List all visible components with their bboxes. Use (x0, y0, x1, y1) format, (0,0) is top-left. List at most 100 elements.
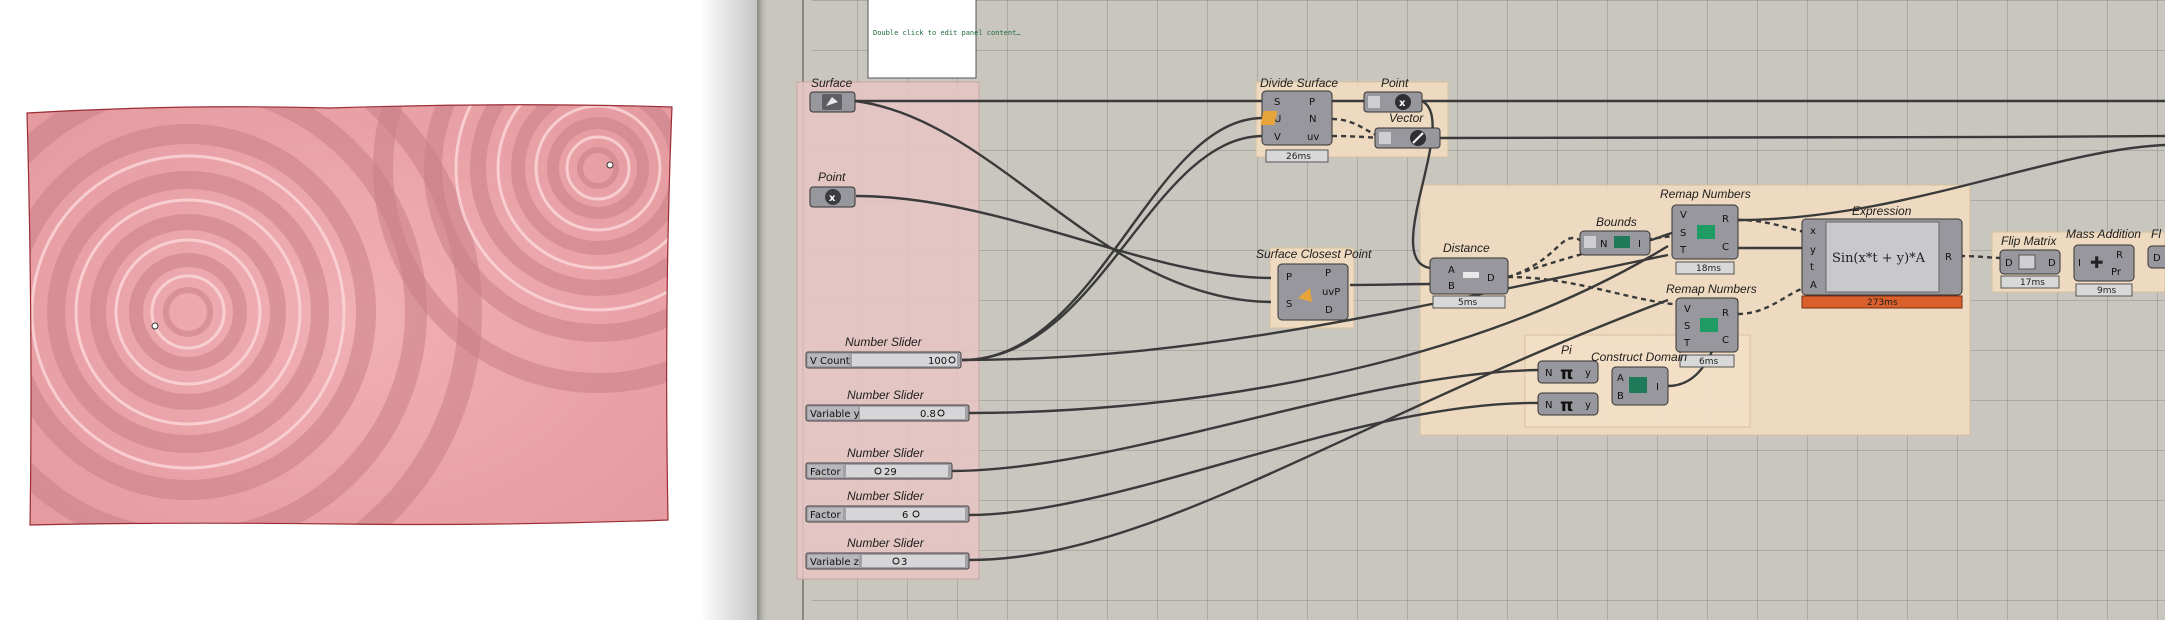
svg-text:R: R (1722, 214, 1729, 225)
divide-surface-component[interactable]: S U V P N uv 26ms (1260, 90, 1333, 163)
svg-text:18ms: 18ms (1696, 264, 1721, 274)
point-param[interactable]: x (809, 186, 856, 208)
expression-formula: Sin(x*t + y)*A (1832, 251, 1926, 266)
svg-text:x: x (1399, 98, 1406, 109)
domain-icon (1629, 377, 1647, 393)
svg-text:C: C (1722, 335, 1729, 346)
distance-label: Distance (1443, 241, 1490, 255)
panel-text: Double click to edit panel content… (873, 29, 1021, 37)
expression-label: Expression (1852, 204, 1912, 218)
svg-text:5ms: 5ms (1458, 298, 1477, 308)
slider-4-value: 6 (902, 510, 908, 521)
svg-text:t: t (1810, 262, 1814, 273)
slider-3-knob[interactable] (874, 467, 882, 475)
slider-1[interactable]: Number Slider V Count 100 (805, 335, 962, 369)
slider-2[interactable]: Number Slider Variable y 0.8 (805, 388, 970, 422)
pi-label: Pi (1561, 343, 1572, 357)
attractor-point-2[interactable] (606, 161, 614, 169)
vector-param[interactable] (1374, 127, 1441, 149)
group-inputs[interactable] (796, 81, 980, 580)
surface-icon (826, 97, 838, 106)
svg-text:Pr: Pr (2111, 267, 2122, 278)
svg-text:uvP: uvP (1322, 287, 1340, 298)
pi-component-1[interactable]: N π y (1537, 360, 1599, 384)
construct-domain-label: Construct Domain (1591, 350, 1687, 364)
expression-timer-bar (1801, 295, 1963, 309)
slider-4-knob[interactable] (912, 510, 920, 518)
wave-surface[interactable] (0, 0, 757, 594)
pi-component-2[interactable]: N π y (1537, 392, 1599, 416)
remap-icon (1700, 318, 1718, 332)
svg-text:Number Slider: Number Slider (845, 335, 923, 349)
list-icon (1379, 132, 1391, 144)
point-out-label: Point (1381, 76, 1409, 90)
slider-5-name: Variable z (810, 557, 859, 568)
construct-domain-component[interactable]: A B I (1611, 366, 1669, 406)
matrix-icon (2018, 254, 2036, 270)
svg-text:D: D (2153, 253, 2161, 264)
svg-text:D: D (2048, 258, 2056, 269)
svg-text:273ms: 273ms (1867, 298, 1898, 308)
bounds-component[interactable]: N I (1579, 230, 1651, 256)
svg-text:N: N (1309, 114, 1316, 125)
svg-text:D: D (1325, 305, 1333, 316)
remap-numbers-2[interactable]: V S T R C 6ms (1675, 297, 1739, 368)
slider-2-knob[interactable] (937, 409, 945, 417)
slider-4[interactable]: Number Slider Factor 6 (805, 489, 970, 523)
expression-component[interactable]: x y t A Sin(x*t + y)*A R 273ms (1801, 218, 1963, 309)
viewport-divider (700, 0, 757, 620)
surface-param[interactable] (809, 91, 856, 113)
flip-matrix-component[interactable]: D D 17ms (1999, 249, 2061, 289)
text-panel[interactable] (867, 0, 977, 79)
remap-icon (1697, 225, 1715, 239)
svg-text:V: V (1274, 132, 1281, 143)
svg-text:A: A (1448, 265, 1455, 276)
svg-text:S: S (1274, 97, 1280, 108)
viewport-svg (0, 0, 757, 594)
rhino-viewport[interactable] (0, 0, 757, 620)
svg-text:17ms: 17ms (2020, 278, 2045, 288)
divide-surface-icon (1260, 111, 1278, 125)
plus-icon: ✚ (2090, 253, 2103, 272)
svg-text:B: B (1448, 281, 1455, 292)
svg-text:T: T (1679, 245, 1687, 256)
distance-icon (1463, 272, 1479, 278)
surface-closest-point-component[interactable]: P S P uvP D (1277, 263, 1349, 321)
remap1-label: Remap Numbers (1660, 187, 1751, 201)
svg-text:y: y (1810, 245, 1816, 256)
pi-icon: π (1560, 396, 1573, 416)
svg-text:S: S (1286, 299, 1292, 310)
svg-text:Number Slider: Number Slider (847, 446, 925, 460)
slider-5[interactable]: Number Slider Variable z 3 (805, 536, 970, 570)
bounds-icon (1614, 236, 1630, 248)
mass-addition-component[interactable]: I ✚ R Pr 9ms (2073, 244, 2135, 297)
svg-text:x: x (1810, 226, 1816, 237)
svg-text:D: D (1487, 273, 1495, 284)
svg-text:S: S (1680, 228, 1686, 239)
vector-label: Vector (1389, 111, 1424, 125)
svg-text:N: N (1545, 400, 1552, 411)
svg-text:P: P (1309, 97, 1315, 108)
mass-addition-label: Mass Addition (2066, 227, 2141, 241)
flip-matrix-label: Flip Matrix (2001, 234, 2057, 248)
svg-text:Number Slider: Number Slider (847, 536, 925, 550)
slider-3-value: 29 (884, 467, 897, 478)
partial-component[interactable]: D (2147, 245, 2165, 269)
slider-5-knob[interactable] (892, 557, 900, 565)
remap-numbers-1[interactable]: V S T R C 18ms (1671, 204, 1739, 275)
svg-text:I: I (2078, 258, 2081, 269)
svg-text:26ms: 26ms (1286, 152, 1311, 162)
distance-component[interactable]: A B D 5ms (1429, 257, 1509, 309)
svg-text:9ms: 9ms (2097, 286, 2116, 296)
svg-text:V: V (1680, 210, 1687, 221)
svg-text:B: B (1617, 391, 1624, 402)
slider-3[interactable]: Number Slider Factor 29 (805, 446, 953, 480)
slider-1-knob[interactable] (948, 356, 956, 364)
point-out-param[interactable]: x (1363, 91, 1423, 113)
point-icon (1395, 94, 1411, 110)
bounds-label: Bounds (1596, 215, 1637, 229)
wires (854, 99, 2165, 562)
attractor-point-1[interactable] (151, 322, 159, 330)
svg-text:I: I (1638, 239, 1641, 250)
